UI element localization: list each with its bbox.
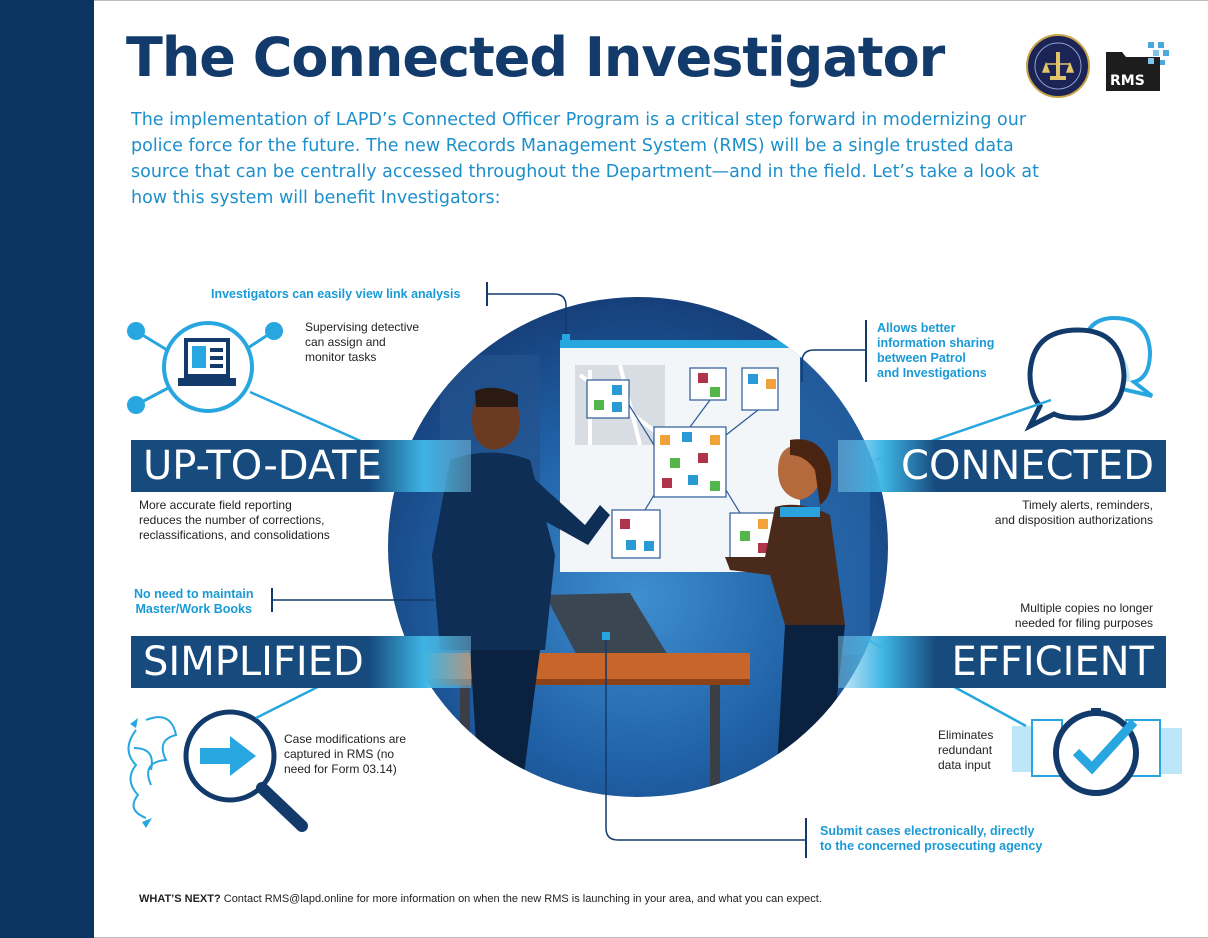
- laptop-network-icon: [127, 321, 283, 414]
- callout-line: Submit cases electronically, directly: [820, 824, 1035, 838]
- speech-bubbles-icon: [1024, 315, 1154, 432]
- callout-line: and Investigations: [877, 366, 987, 380]
- callout-line-link-analysis: [486, 282, 570, 342]
- note-line: reclassifications, and consolidations: [139, 528, 330, 542]
- note-copies: Multiple copies no longer needed for fil…: [1015, 601, 1153, 631]
- callout-line-submit: [602, 632, 807, 858]
- callout-line: between Patrol: [877, 351, 966, 365]
- top-border: [94, 0, 1208, 1]
- note-line: redundant: [938, 743, 993, 757]
- note-line: Case modifications are: [284, 732, 407, 746]
- callout-line: information sharing: [877, 336, 995, 350]
- callout-line-master-books: [271, 588, 434, 612]
- band-efficient: EFFICIENT: [838, 636, 1166, 688]
- note-supervising: Supervising detective can assign and mon…: [305, 320, 419, 365]
- rms-folder-icon: [1106, 42, 1169, 91]
- left-sidebar: [0, 0, 94, 938]
- callout-link-analysis-text: Investigators can easily view link analy…: [211, 287, 461, 301]
- callout-line: Master/Work Books: [135, 602, 252, 616]
- rms-logo: RMS: [1104, 40, 1170, 94]
- note-line: Supervising detective: [305, 320, 420, 334]
- note-line: Multiple copies no longer: [1020, 601, 1153, 615]
- intro-paragraph: The implementation of LAPD’s Connected O…: [131, 110, 1039, 208]
- callout-submit: Submit cases electronically, directly to…: [820, 824, 1042, 854]
- note-line: monitor tasks: [305, 350, 377, 364]
- note-line: More accurate field reporting: [139, 498, 292, 512]
- callout-link-analysis: Investigators can easily view link analy…: [211, 287, 460, 302]
- footer-label: WHAT’S NEXT?: [139, 893, 221, 905]
- note-line: reduces the number of corrections,: [139, 513, 325, 527]
- callout-master-books: No need to maintain Master/Work Books: [134, 587, 253, 617]
- callout-info-sharing: Allows better information sharing betwee…: [877, 321, 994, 381]
- clock-checkmark-icon: [1012, 708, 1182, 796]
- band-simplified: SIMPLIFIED: [131, 636, 471, 688]
- note-line: Timely alerts, reminders,: [1022, 498, 1153, 512]
- note-connected: Timely alerts, reminders, and dispositio…: [995, 498, 1153, 528]
- callout-line: Allows better: [877, 321, 956, 335]
- note-line: need for Form 03.14): [284, 762, 397, 776]
- band-connected: CONNECTED: [838, 440, 1166, 492]
- note-line: can assign and: [305, 335, 386, 349]
- callout-line: No need to maintain: [134, 587, 254, 601]
- callout-line-info-sharing: [801, 320, 867, 382]
- central-illustration: [388, 297, 888, 797]
- note-line: captured in RMS (no: [284, 747, 395, 761]
- footer-text: Contact RMS@lapd.online for more informa…: [220, 893, 822, 905]
- note-line: data input: [938, 758, 991, 772]
- note-case-mod: Case modifications are captured in RMS (…: [284, 732, 406, 777]
- note-redundant: Eliminates redundant data input: [938, 728, 993, 773]
- callout-line: to the concerned prosecuting agency: [820, 839, 1043, 853]
- lapd-seal-logo: [1026, 34, 1090, 98]
- note-line: Eliminates: [938, 728, 994, 742]
- note-line: and disposition authorizations: [994, 513, 1153, 527]
- page-title: The Connected Investigator: [126, 26, 945, 89]
- footer: WHAT’S NEXT? Contact RMS@lapd.online for…: [139, 893, 822, 905]
- rms-logo-label: RMS: [1110, 73, 1145, 89]
- note-line: needed for filing purposes: [1014, 616, 1153, 630]
- note-up-to-date: More accurate field reporting reduces th…: [139, 498, 330, 543]
- band-up-to-date: UP-TO-DATE: [131, 440, 471, 492]
- magnifier-arrow-icon: [127, 709, 308, 832]
